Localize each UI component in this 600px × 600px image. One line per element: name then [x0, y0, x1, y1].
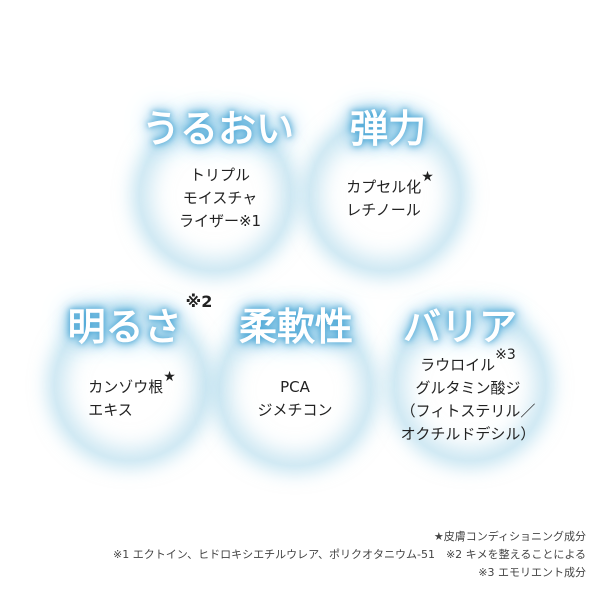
ingredient-line: オクチルドデシル）: [400, 425, 536, 443]
title-brightness: 明るさ※2: [67, 292, 213, 351]
title-text: バリア: [402, 304, 518, 349]
ingredient-4: PCA ジメチコン: [257, 376, 332, 422]
title-text: うるおい: [141, 106, 295, 151]
ingredient-line: レチノール: [346, 201, 421, 219]
ingredient-3: カンゾウ根★ エキス: [88, 369, 176, 422]
ingredient-line: トリプル: [189, 166, 250, 184]
star-mark: ★: [421, 169, 434, 185]
note-mark: ※3: [495, 347, 516, 363]
ingredient-line: （フィトステリル／: [400, 402, 536, 420]
footnote: ★皮膚コンディショニング成分: [433, 530, 586, 543]
ingredient-5: ラウロイル※3 グルタミン酸ジ （フィトステリル／ オクチルドデシル）: [400, 347, 536, 446]
footnotes: ★皮膚コンディショニング成分 ※1 エクトイン、ヒドロキシエチルウレア、ポリクオ…: [113, 528, 586, 582]
title-softness: 柔軟性: [239, 296, 353, 351]
title-barrier: バリア: [403, 296, 517, 351]
footnote: ※3 エモリエント成分: [478, 566, 586, 579]
ingredient-line: ライザー※1: [178, 212, 262, 230]
title-text: 弾力: [349, 106, 427, 151]
title-text: 明るさ: [67, 304, 182, 349]
ingredient-line: カンゾウ根: [88, 378, 164, 396]
footnote: ※1 エクトイン、ヒドロキシエチルウレア、ポリクオタニウム-51 ※2 キメを整…: [113, 548, 586, 561]
note-mark: ※2: [185, 292, 213, 311]
title-text: 柔軟性: [238, 304, 354, 349]
ingredient-line: ラウロイル: [420, 356, 496, 374]
star-mark: ★: [163, 369, 176, 385]
ingredient-1: トリプル モイスチャ ライザー※1: [179, 164, 261, 233]
ingredient-line: カプセル化: [346, 178, 422, 196]
title-moisture: うるおい: [142, 98, 294, 153]
title-elasticity: 弾力: [350, 98, 426, 153]
ingredient-line: モイスチャ: [182, 189, 258, 207]
ingredient-line: エキス: [88, 401, 133, 419]
ingredient-line: PCA: [280, 378, 310, 396]
ingredient-2: カプセル化★ レチノール: [346, 169, 434, 222]
ingredient-line: グルタミン酸ジ: [415, 379, 521, 397]
ingredient-line: ジメチコン: [257, 401, 333, 419]
